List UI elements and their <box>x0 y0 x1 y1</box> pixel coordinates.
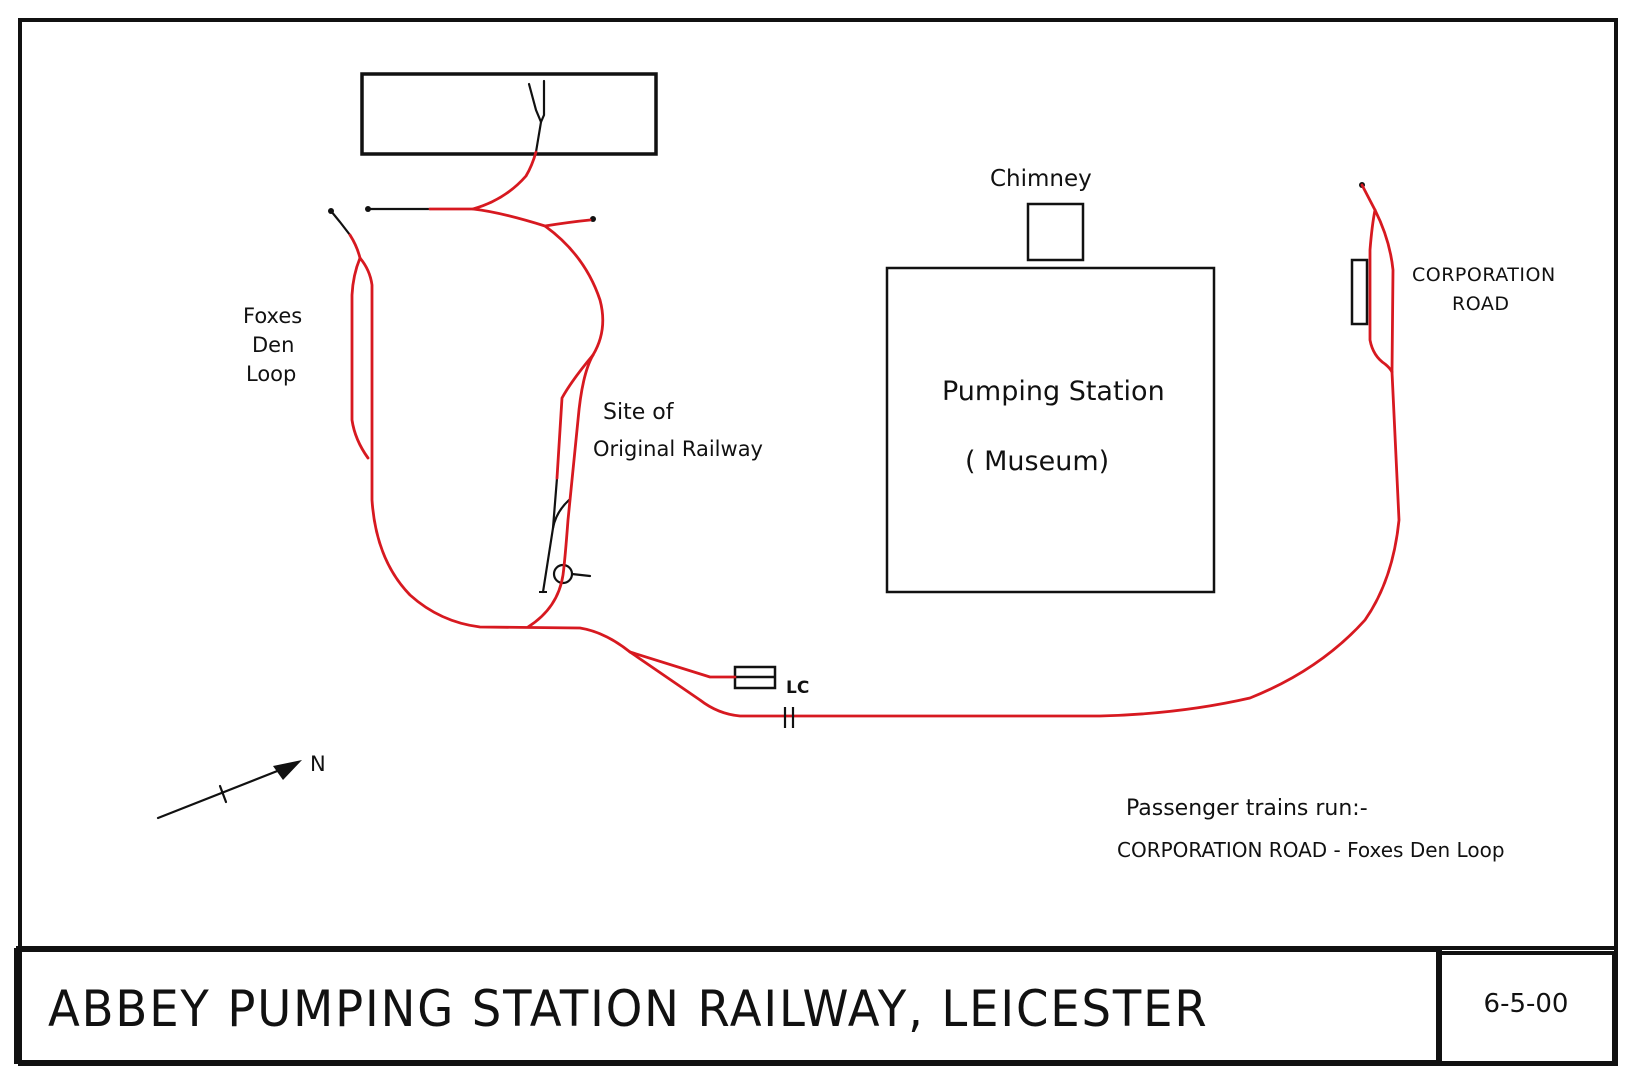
original-railway-connector <box>551 498 571 530</box>
original-railway-label: Original Railway <box>593 437 763 461</box>
foxes-den-loop-label-2: Den <box>252 333 295 357</box>
foxes-den-loop-label-3: Loop <box>246 362 297 386</box>
level-crossing-label: LC <box>786 678 810 698</box>
date-block <box>1436 951 1616 1065</box>
level-crossing-icon <box>783 707 795 728</box>
corporation-road-label-1: CORPORATION <box>1412 264 1556 286</box>
track-lc-siding <box>628 650 737 679</box>
passenger-track <box>348 150 1401 718</box>
buffer-stop-icon <box>590 216 596 222</box>
signal-post <box>570 572 592 578</box>
north-arrow-shaft <box>156 764 292 820</box>
site-of-label: Site of <box>603 400 674 425</box>
drawing-title: ABBEY PUMPING STATION RAILWAY, LEICESTER <box>48 980 1209 1038</box>
track-corporation-road-platform <box>1368 208 1394 374</box>
track-original-right <box>526 353 595 629</box>
north-label: N <box>310 752 326 776</box>
track-main-line <box>628 370 1401 718</box>
passenger-note-line-2: CORPORATION ROAD - Foxes Den Loop <box>1117 838 1505 862</box>
foxes-den-buffer-track <box>329 209 352 237</box>
north-arrow-tick <box>218 784 228 804</box>
track-top-spur <box>543 218 592 228</box>
track-foxes-den-inner <box>350 256 370 460</box>
shed-building <box>360 72 658 156</box>
black-sidings <box>156 79 592 820</box>
buffer-stops <box>328 182 1365 593</box>
buffer-stop-icon <box>365 206 371 212</box>
passenger-note-line-1: Passenger trains run:- <box>1126 796 1368 821</box>
foxes-den-loop-label-1: Foxes <box>243 304 303 328</box>
pumping-station-label: Pumping Station <box>942 376 1165 407</box>
museum-label: ( Museum) <box>965 446 1110 477</box>
track-foxes-den-entry <box>348 233 362 260</box>
shed-road-left <box>527 82 543 124</box>
shed-road-right <box>534 79 546 154</box>
chimney-building <box>1026 202 1085 262</box>
buffer-stop-icon <box>328 208 334 214</box>
track-original-left <box>555 353 595 480</box>
pumping-station-building <box>885 266 1216 594</box>
north-arrow-head <box>273 760 302 780</box>
track-foxes-den-outer <box>358 256 632 654</box>
track-top-curve <box>471 207 605 357</box>
corporation-road-label-2: ROAD <box>1452 293 1510 315</box>
corporation-road-platform <box>1350 258 1369 326</box>
drawing-date: 6-5-00 <box>1483 989 1569 1019</box>
drawing-frame <box>18 18 1618 1066</box>
track-shed-approach <box>428 150 538 211</box>
chimney-label: Chimney <box>990 166 1092 192</box>
